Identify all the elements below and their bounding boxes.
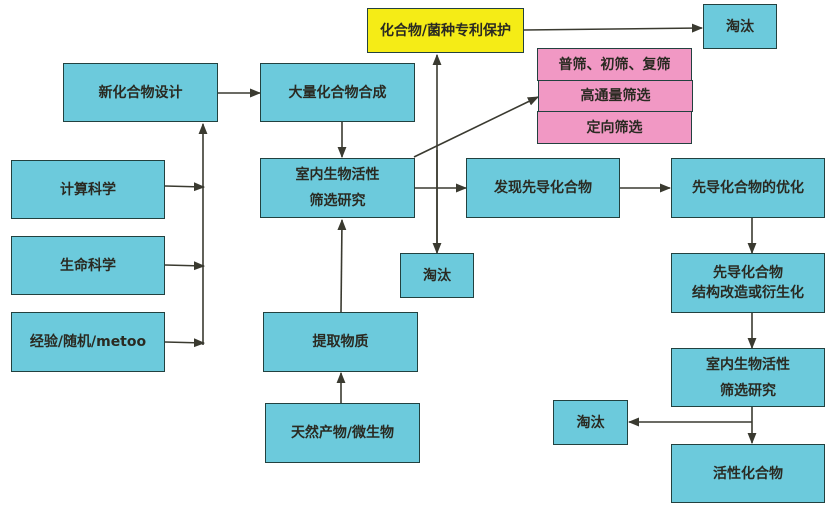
node-life-science: 生命科学	[11, 236, 165, 295]
node-patent-protection: 化合物/菌种专利保护	[367, 8, 524, 53]
arrow-screening-to-types	[413, 96, 540, 158]
node-label: 定向筛选	[586, 119, 643, 136]
node-lead-modification: 先导化合物 结构改造或衍生化	[671, 253, 825, 313]
node-label-line2: 结构改造或衍生化	[692, 285, 804, 301]
node-label: 高通量筛选	[580, 88, 651, 104]
node-label: 化合物/菌种专利保护	[379, 22, 512, 39]
arrow-experience-to-bus	[164, 338, 206, 348]
node-screening-type-2: 高通量筛选	[538, 80, 693, 112]
node-label: 经验/随机/metoo	[29, 334, 147, 350]
node-label: 普筛、初筛、复筛	[558, 56, 671, 73]
node-label-line2: 筛选研究	[309, 193, 366, 209]
node-lead-optimization: 先导化合物的优化	[671, 158, 825, 218]
node-bio-screening-1: 室内生物活性 筛选研究	[260, 158, 415, 218]
node-label: 大量化合物合成	[288, 84, 387, 101]
node-label: 提取物质	[312, 334, 369, 350]
node-natural-products: 天然产物/微生物	[265, 403, 420, 463]
node-label: 计算科学	[60, 181, 116, 198]
node-label-line1: 室内生物活性	[295, 167, 380, 183]
arrow-extraction-to-screening	[337, 218, 347, 313]
node-eliminate-mid: 淘汰	[400, 253, 474, 298]
node-experience-random-metoo: 经验/随机/metoo	[11, 312, 165, 372]
node-label-line2: 筛选研究	[720, 382, 776, 399]
node-eliminate-bottom: 淘汰	[553, 400, 628, 445]
node-label: 淘汰	[576, 414, 605, 431]
node-label: 新化合物设计	[98, 84, 183, 101]
node-label: 活性化合物	[713, 465, 783, 482]
node-label: 淘汰	[726, 18, 754, 35]
node-label: 先导化合物的优化	[692, 180, 804, 196]
node-label: 生命科学	[60, 257, 116, 274]
node-screening-type-1: 普筛、初筛、复筛	[537, 48, 692, 81]
node-label: 发现先导化合物	[494, 180, 592, 196]
node-bio-screening-2: 室内生物活性 筛选研究	[671, 348, 825, 407]
node-label-line1: 室内生物活性	[706, 356, 790, 373]
node-screening-type-3: 定向筛选	[537, 111, 692, 144]
arrow-computational-to-bus	[164, 182, 206, 192]
node-extraction: 提取物质	[263, 312, 418, 372]
node-eliminate-top: 淘汰	[703, 4, 777, 49]
node-label: 淘汰	[423, 267, 451, 284]
arrow-patent-to-eliminate	[523, 23, 704, 33]
node-label-line1: 先导化合物	[713, 265, 783, 281]
arrow-life-to-bus	[164, 261, 206, 271]
node-computational-science: 计算科学	[11, 160, 165, 219]
node-new-compound-design: 新化合物设计	[63, 63, 218, 122]
node-discover-lead: 发现先导化合物	[466, 158, 620, 218]
node-mass-synthesis: 大量化合物合成	[260, 63, 415, 122]
node-active-compound: 活性化合物	[671, 444, 825, 503]
node-label: 天然产物/微生物	[290, 425, 395, 441]
